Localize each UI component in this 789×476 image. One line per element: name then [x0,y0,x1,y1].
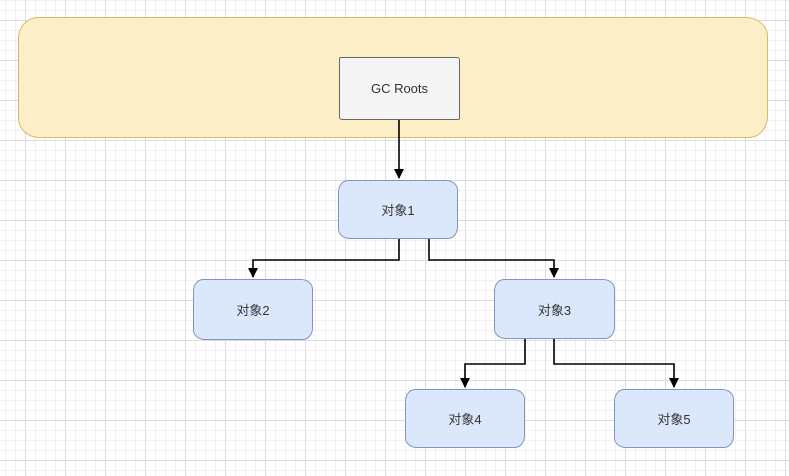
node-obj2-label: 对象2 [236,303,270,318]
edge-obj1-to-obj2 [248,239,400,278]
node-obj4: 对象4 [405,389,525,448]
node-obj2: 对象2 [193,279,313,340]
edge-obj3-to-obj5 [553,339,679,388]
node-obj3-label: 对象3 [537,302,572,318]
node-gc-roots: GC Roots [339,57,460,120]
node-obj1: 对象1 [338,180,458,239]
node-obj3: 对象3 [494,279,615,339]
edge-obj3-to-obj4 [460,339,526,388]
node-obj4-label: 对象4 [448,412,482,427]
node-gc-roots-label: GC Roots [370,81,429,96]
node-obj1-label: 对象1 [381,203,415,218]
node-obj5: 对象5 [614,389,734,448]
edge-obj1-to-obj3 [428,239,559,278]
node-obj5-label: 对象5 [657,412,691,427]
